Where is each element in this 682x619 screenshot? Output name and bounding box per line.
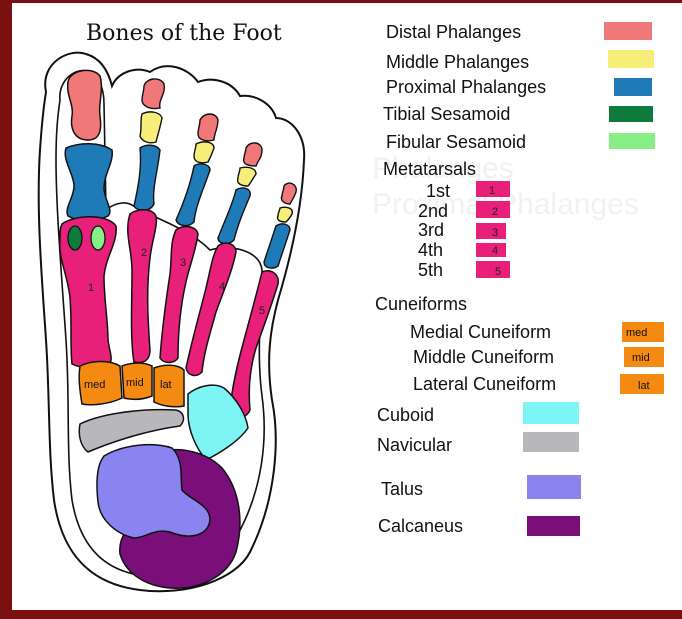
distal-phalanx-1 bbox=[68, 70, 102, 140]
legend-metatarsal-1st: 1st bbox=[426, 181, 450, 201]
legend-cuboid-label: Cuboid bbox=[377, 405, 434, 425]
legend-metatarsal-2nd: 2nd bbox=[418, 201, 448, 221]
legend-fibular-label: Fibular Sesamoid bbox=[386, 132, 526, 152]
legend-metatarsal-3rd: 3rd bbox=[418, 220, 444, 240]
legend-calcaneus-swatch bbox=[527, 516, 580, 536]
legend-middle-label: Middle Phalanges bbox=[386, 52, 529, 72]
distal-phalanx-3 bbox=[198, 114, 218, 141]
lateral-cuneiform-label: lat bbox=[160, 379, 172, 391]
legend-middle-cuneiform-label: Middle Cuneiform bbox=[413, 347, 554, 367]
legend-talus-label: Talus bbox=[381, 479, 423, 499]
tibial-sesamoid bbox=[68, 226, 82, 250]
legend-metatarsal-num-1: 1 bbox=[489, 185, 495, 197]
metatarsal-2-label: 2 bbox=[141, 247, 147, 259]
legend-metatarsal-swatch-3 bbox=[476, 223, 506, 239]
legend-metatarsal-num-2: 2 bbox=[492, 206, 498, 218]
legend-fibular-swatch bbox=[609, 133, 655, 149]
legend-cuneiforms-heading: Cuneiforms bbox=[375, 294, 467, 314]
legend-metatarsal-num-4: 4 bbox=[492, 245, 498, 257]
medial-cuneiform-label: med bbox=[84, 379, 105, 391]
legend-talus-swatch bbox=[527, 475, 581, 499]
diagram-title: Bones of the Foot bbox=[86, 21, 282, 46]
legend-metatarsal-5th: 5th bbox=[418, 260, 443, 280]
legend-metatarsal-swatch-5 bbox=[476, 261, 510, 278]
legend-calcaneus-label: Calcaneus bbox=[378, 516, 463, 536]
fibular-sesamoid bbox=[91, 226, 105, 250]
legend-proximal-swatch bbox=[614, 78, 652, 96]
metatarsal-4-label: 4 bbox=[219, 281, 225, 293]
legend-lateral-cuneiform-abbr: lat bbox=[638, 380, 650, 392]
legend-metatarsal-4th: 4th bbox=[418, 240, 443, 260]
metatarsal-1-label: 1 bbox=[88, 282, 94, 294]
legend-tibial-label: Tibial Sesamoid bbox=[383, 104, 510, 124]
legend-cuboid-swatch bbox=[523, 402, 579, 424]
legend-middle-cuneiform-abbr: mid bbox=[632, 352, 650, 364]
legend-middle-swatch bbox=[608, 50, 654, 68]
legend-navicular-swatch bbox=[523, 432, 579, 452]
legend-navicular-label: Navicular bbox=[377, 435, 452, 455]
legend-metatarsals-heading: Metatarsals bbox=[383, 159, 476, 179]
legend-medial-cuneiform-label: Medial Cuneiform bbox=[410, 322, 551, 342]
metatarsal-5-label: 5 bbox=[259, 305, 265, 317]
legend-distal-swatch bbox=[604, 22, 652, 40]
metatarsal-3-label: 3 bbox=[180, 257, 186, 269]
legend-tibial-swatch bbox=[609, 106, 653, 122]
middle-cuneiform-label: mid bbox=[126, 377, 144, 389]
legend-metatarsal-num-3: 3 bbox=[492, 227, 498, 239]
legend-metatarsal-num-5: 5 bbox=[495, 266, 501, 278]
legend-distal-label: Distal Phalanges bbox=[386, 22, 521, 42]
legend-metatarsal-swatch-4 bbox=[476, 243, 506, 257]
legend-lateral-cuneiform-label: Lateral Cuneiform bbox=[413, 374, 556, 394]
legend-medial-cuneiform-abbr: med bbox=[626, 327, 647, 339]
legend-proximal-label: Proximal Phalanges bbox=[386, 77, 546, 97]
